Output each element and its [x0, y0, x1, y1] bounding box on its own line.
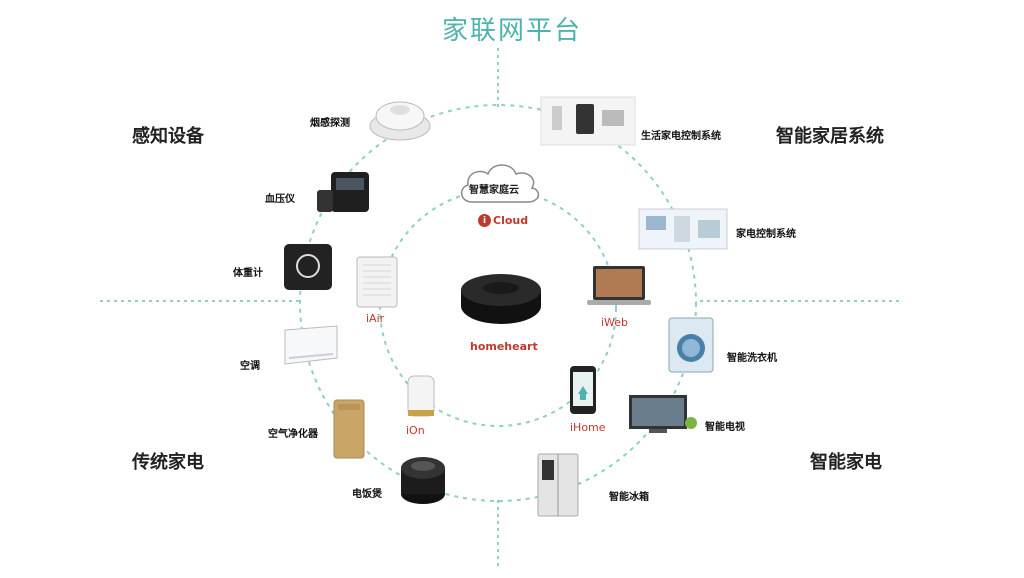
ihome-phone-icon: [568, 364, 598, 416]
iweb-laptop-icon: [585, 264, 653, 308]
smart-fridge-label: 智能冰箱: [609, 488, 649, 503]
hub-label: homeheart: [470, 340, 538, 353]
diagram-title: 家联网平台: [0, 10, 1024, 47]
appliance-control-icon: [638, 208, 728, 250]
air-conditioner-label: 空调: [240, 357, 260, 372]
quadrant-smart-home-systems: 智能家居系统: [776, 122, 884, 148]
air-purifier-label: 空气净化器: [268, 425, 318, 440]
life-appliance-control-icon: [540, 96, 636, 146]
icloud-logo-icon: i: [478, 214, 491, 227]
air-purifier-icon: [330, 398, 368, 460]
quadrant-traditional-appliances: 传统家电: [132, 448, 204, 474]
smart-tv-label: 智能电视: [705, 418, 745, 433]
smart-tv-icon: [627, 393, 697, 437]
quadrant-smart-appliances: 智能家电: [810, 448, 882, 474]
weight-scale-icon: [282, 242, 334, 292]
cloud-label: 智慧家庭云: [469, 181, 519, 196]
smart-washer-icon: [667, 316, 715, 374]
ion-device-icon: [402, 372, 440, 420]
smoke-detector-label: 烟感探测: [310, 114, 350, 129]
ion-label: iOn: [406, 424, 425, 437]
air-conditioner-icon: [279, 324, 339, 368]
rice-cooker-label: 电饭煲: [352, 485, 382, 500]
blood-pressure-monitor-icon: [315, 170, 371, 216]
smart-fridge-icon: [534, 452, 582, 518]
ihome-label: iHome: [570, 421, 606, 434]
life-appliance-control-label: 生活家电控制系统: [641, 127, 721, 142]
icloud-label: Cloud: [493, 214, 528, 227]
weight-scale-label: 体重计: [233, 264, 263, 279]
blood-pressure-label: 血压仪: [265, 190, 295, 205]
quadrant-sensing-devices: 感知设备: [132, 122, 204, 148]
smoke-detector-icon: [368, 94, 432, 144]
hub-device-icon: [456, 270, 546, 332]
iair-label: iAir: [366, 312, 384, 325]
rice-cooker-icon: [398, 450, 448, 506]
iweb-label: iWeb: [601, 316, 628, 329]
iair-device-icon: [355, 255, 399, 309]
icloud-brand: i Cloud: [478, 214, 528, 227]
appliance-control-label: 家电控制系统: [736, 225, 796, 240]
smart-washer-label: 智能洗衣机: [727, 349, 777, 364]
